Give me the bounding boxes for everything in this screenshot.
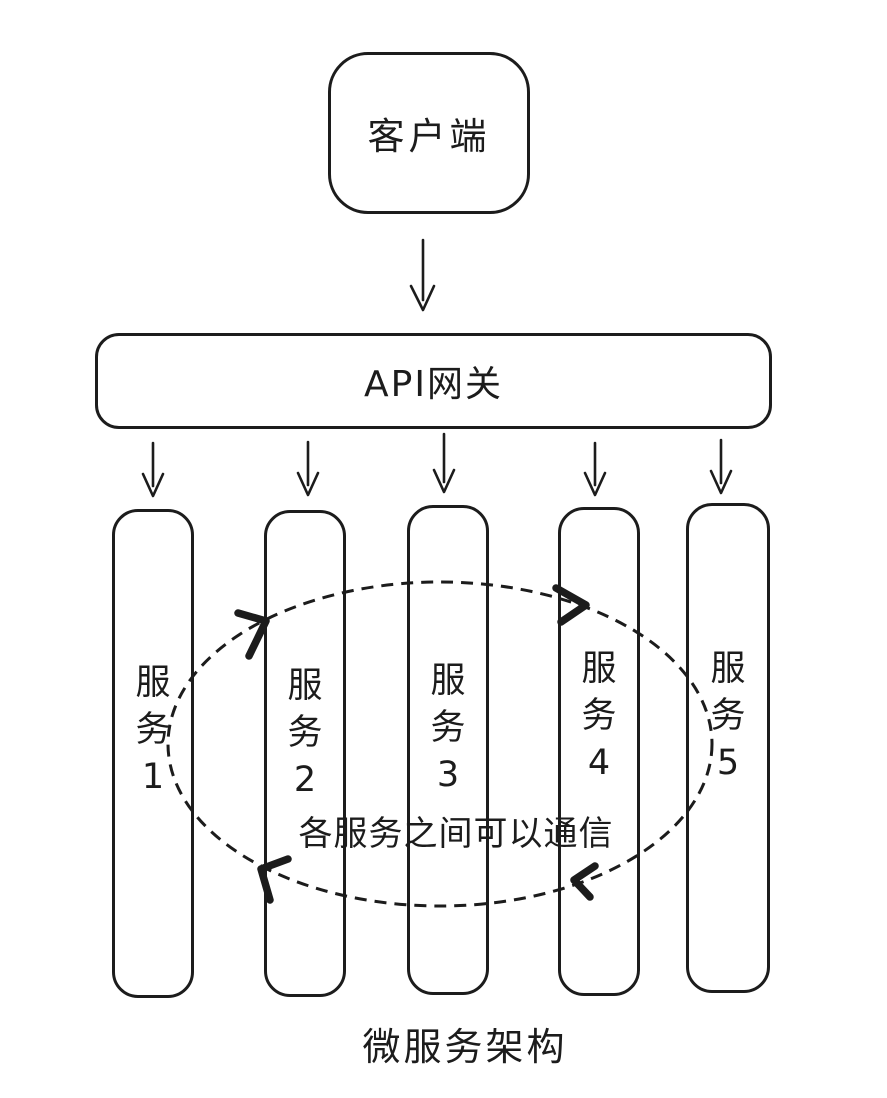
service-label-char: 务 bbox=[135, 710, 171, 750]
service-label-char: 务 bbox=[710, 696, 746, 736]
gateway-to-service-3-arrow bbox=[432, 432, 456, 494]
gateway-to-service-2-arrow bbox=[296, 440, 320, 497]
service-number: 1 bbox=[141, 757, 165, 797]
service-node-2: 服 务 2 bbox=[264, 510, 346, 997]
service-label-char: 服 bbox=[287, 666, 323, 706]
arrow-down-icon bbox=[409, 284, 436, 312]
service-node-5: 服 务 5 bbox=[686, 503, 770, 993]
service-label-char: 服 bbox=[430, 661, 466, 701]
api-gateway-label: API网关 bbox=[364, 364, 503, 405]
service-label-char: 服 bbox=[135, 663, 171, 703]
service-label-char: 务 bbox=[581, 696, 617, 736]
service-number: 5 bbox=[716, 743, 740, 783]
arrow-down-icon bbox=[141, 472, 165, 498]
diagram-title: 微服务架构 bbox=[362, 1025, 568, 1069]
service-node-3: 服 务 3 bbox=[407, 505, 489, 995]
service-label-char: 服 bbox=[710, 649, 746, 689]
communication-note: 各服务之间可以通信 bbox=[298, 814, 614, 854]
gateway-to-service-4-arrow bbox=[583, 441, 607, 497]
service-number: 2 bbox=[293, 760, 317, 800]
loop-arrowhead-bottom-right bbox=[570, 862, 599, 901]
arrow-down-icon bbox=[296, 471, 320, 497]
gateway-to-service-1-arrow bbox=[141, 441, 165, 498]
service-node-4: 服 务 4 bbox=[558, 507, 640, 996]
gateway-to-service-5-arrow bbox=[709, 438, 733, 495]
arrow-down-icon bbox=[709, 469, 733, 495]
arrow-down-icon bbox=[432, 468, 456, 494]
arrow-down-icon bbox=[583, 471, 607, 497]
service-label-char: 服 bbox=[581, 649, 617, 689]
service-label-char: 务 bbox=[287, 713, 323, 753]
service-number: 4 bbox=[587, 743, 611, 783]
service-label-char: 务 bbox=[430, 708, 466, 748]
service-number: 3 bbox=[436, 755, 460, 795]
client-label: 客户端 bbox=[367, 115, 491, 158]
communication-loop-ellipse bbox=[166, 580, 714, 908]
loop-arrowhead-top-right bbox=[552, 584, 590, 626]
service-node-1: 服 务 1 bbox=[112, 509, 194, 998]
client-to-gateway-arrow bbox=[409, 238, 436, 312]
api-gateway-node: API网关 bbox=[95, 333, 772, 429]
client-node: 客户端 bbox=[328, 52, 530, 214]
loop-arrowhead-top-left bbox=[234, 609, 270, 660]
